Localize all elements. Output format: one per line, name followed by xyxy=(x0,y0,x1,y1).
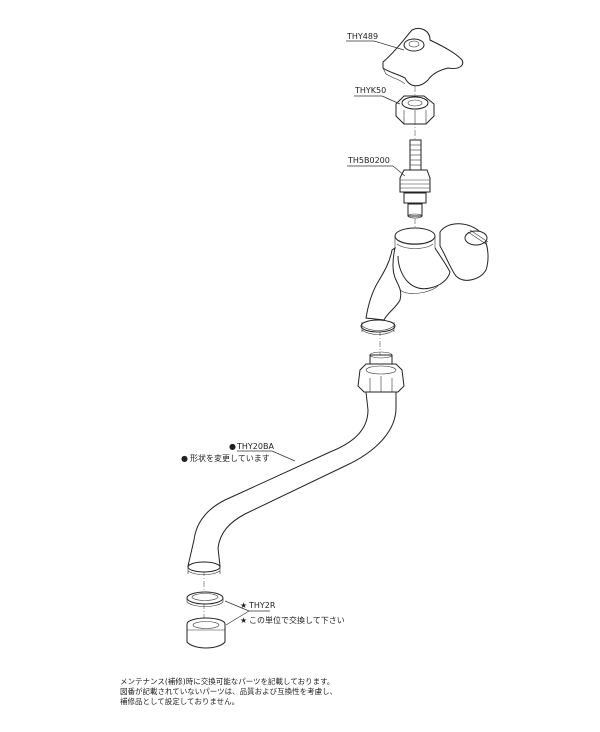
packing-marker: ★ xyxy=(240,601,247,610)
cap-nut-part xyxy=(395,95,435,125)
footnote-line-1: メンテナンス(補修)時に交換可能なパーツを記載しております。 xyxy=(120,676,334,686)
cap-nut-part-number: THYK50 xyxy=(354,86,386,95)
faucet-body xyxy=(360,223,489,335)
spout-note-marker: ● xyxy=(181,454,188,463)
footnote-line-2: 図番が記載されていないパーツは、品質および互換性を考慮し、 xyxy=(120,686,337,696)
spout-note: 形状を変更しています xyxy=(190,453,270,463)
packing-part xyxy=(186,591,226,649)
packing-note-marker: ★ xyxy=(240,616,247,625)
spindle-part-number: TH5B0200 xyxy=(347,156,390,165)
spindle-part xyxy=(399,139,431,219)
handle-part-number: THY489 xyxy=(346,32,378,41)
handle-part xyxy=(382,27,464,87)
packing-note: この単位で交換して下さい xyxy=(249,615,345,625)
spout-pipe xyxy=(187,391,397,576)
spout-marker: ● xyxy=(229,442,236,451)
packing-part-number: THY2R xyxy=(248,601,276,610)
footnote-line-3: 補修品として設定しておりません。 xyxy=(120,696,239,706)
spout-part-number: THY20BA xyxy=(236,442,274,451)
spout-union-nut xyxy=(357,351,405,393)
